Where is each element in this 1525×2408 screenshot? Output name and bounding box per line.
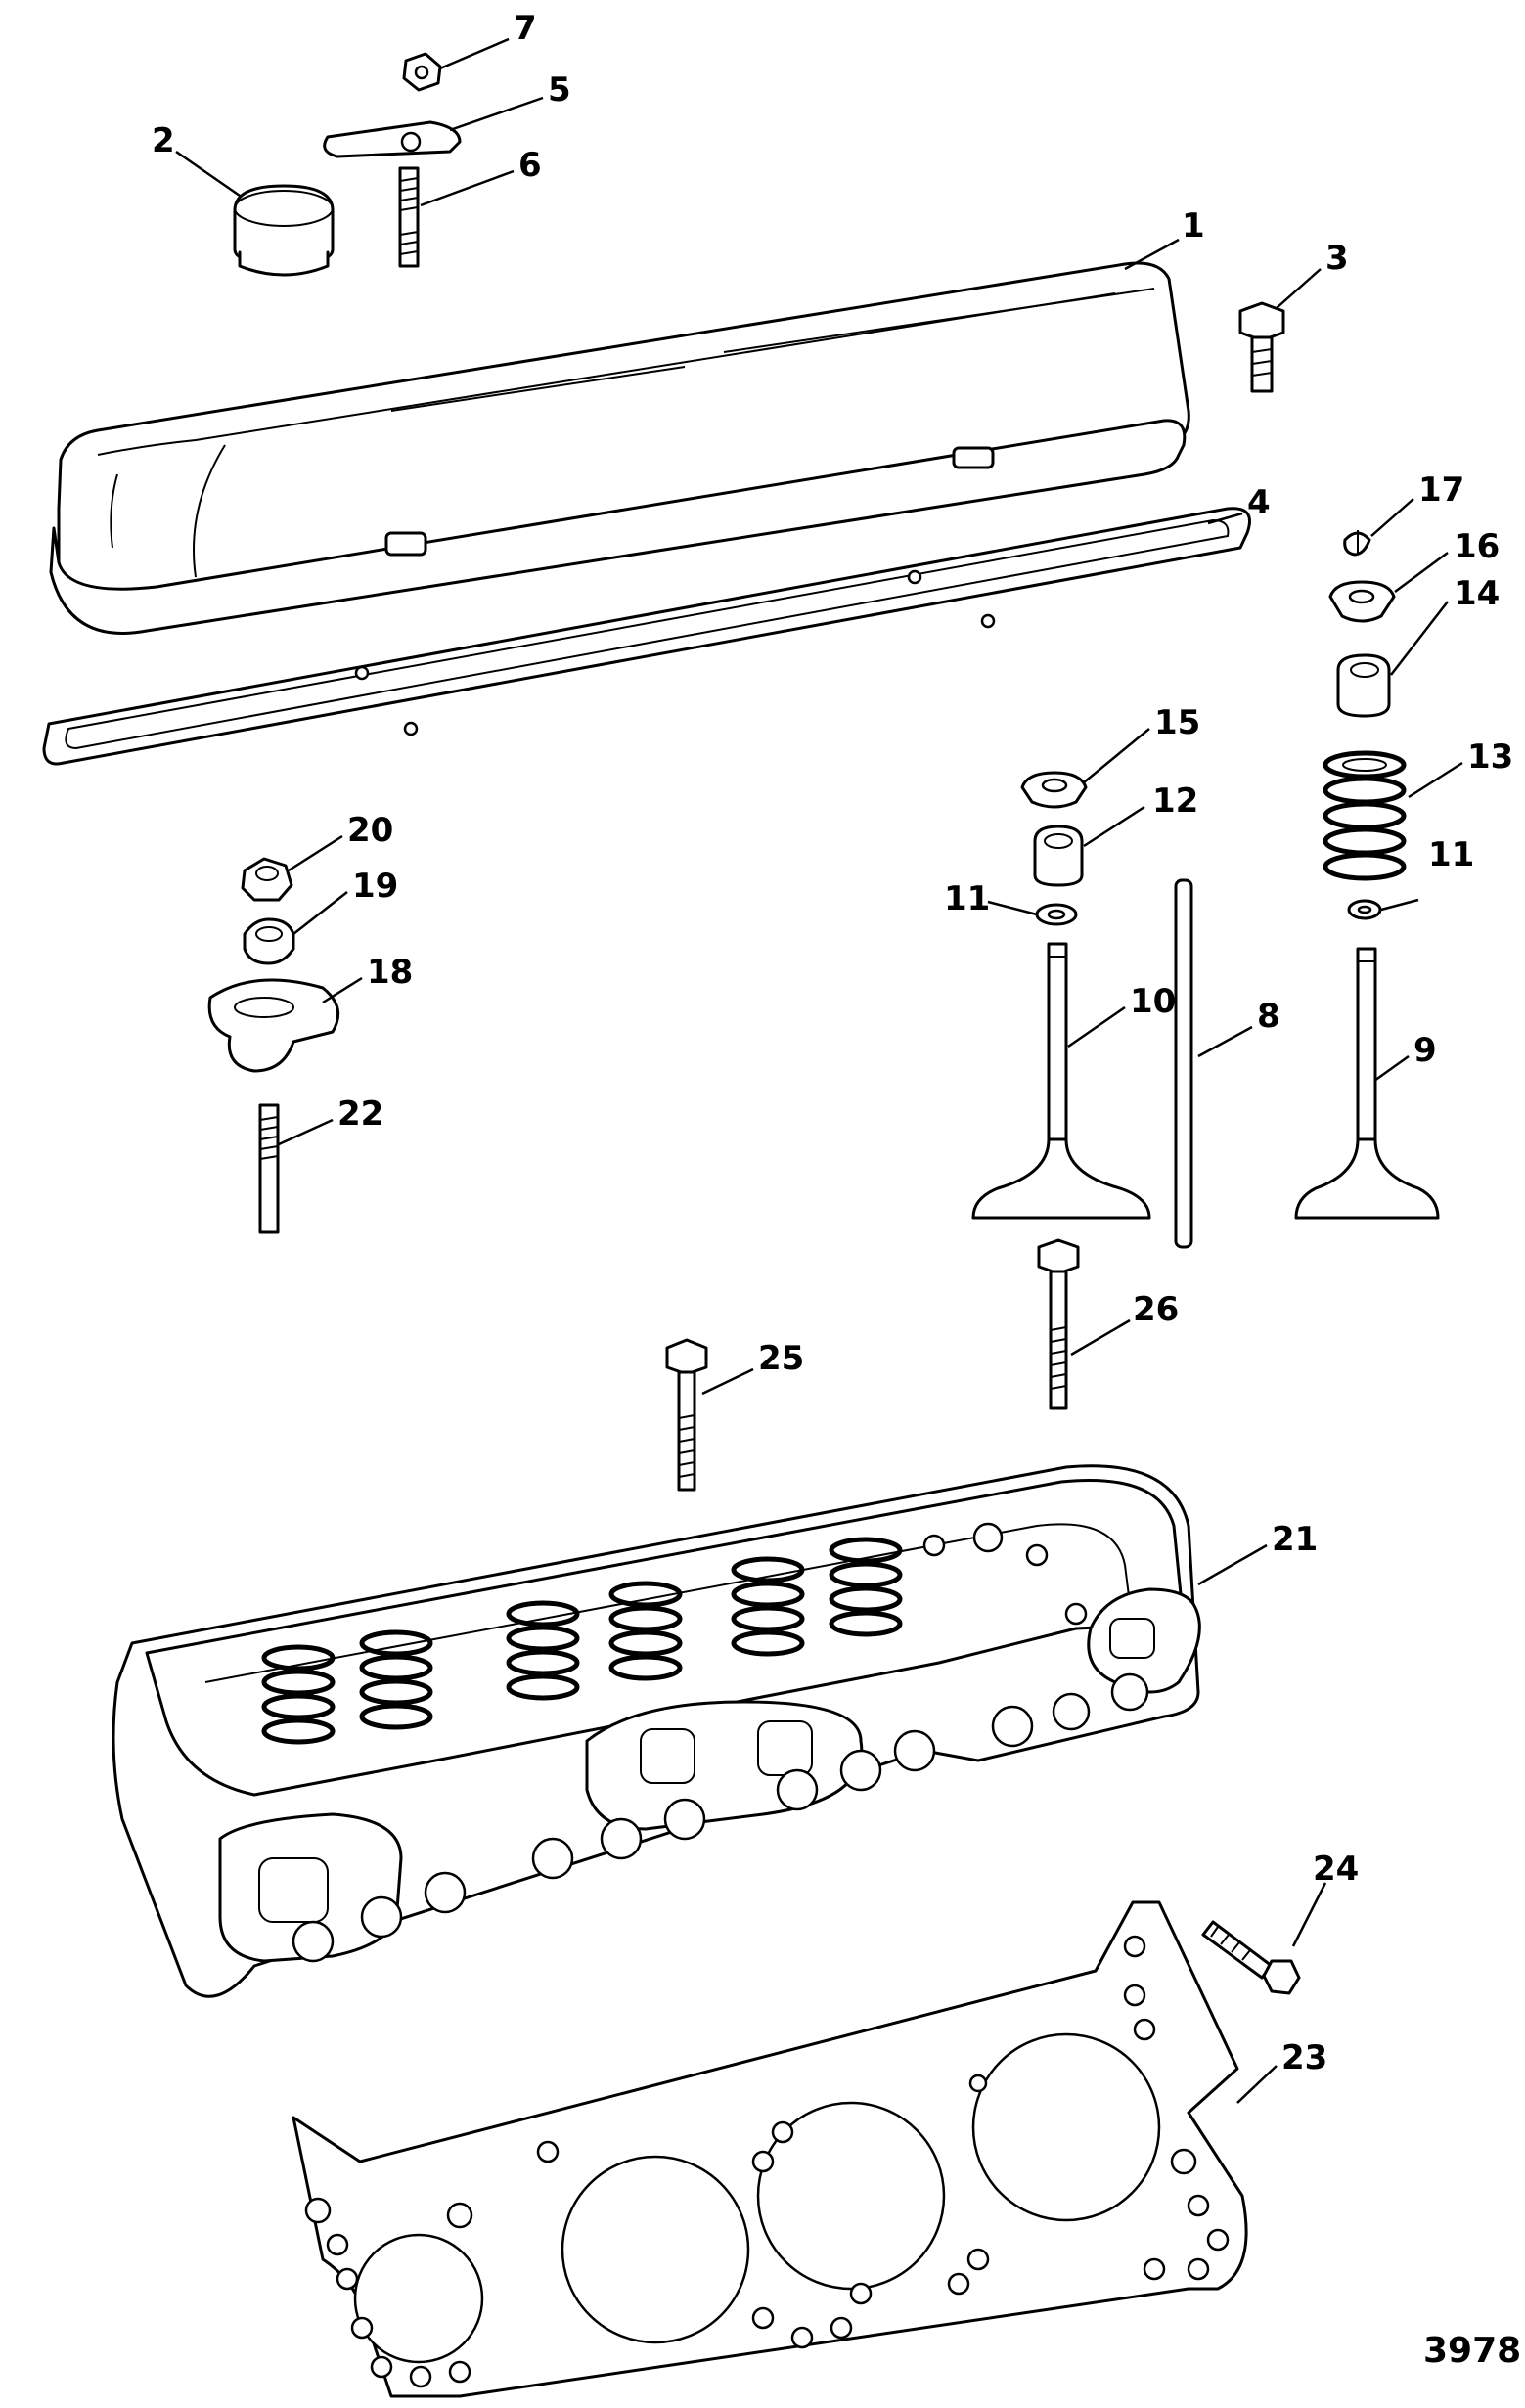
valve-rotator xyxy=(1328,580,1396,623)
callout-7: 7 xyxy=(514,9,537,48)
callout-5: 5 xyxy=(548,70,571,110)
rocker-nut xyxy=(241,857,293,902)
callout-21: 21 xyxy=(1272,1520,1318,1559)
rocker-arm xyxy=(207,978,340,1073)
callout-24: 24 xyxy=(1313,1850,1359,1889)
valve-washer-11a xyxy=(1035,903,1078,926)
bolt-3 xyxy=(1238,301,1285,393)
stud-6 xyxy=(398,166,420,268)
callout-11b: 11 xyxy=(1428,835,1474,874)
callout-25: 25 xyxy=(758,1339,804,1378)
callout-12: 12 xyxy=(1152,781,1198,821)
bolt-26 xyxy=(1037,1238,1080,1410)
callout-16: 16 xyxy=(1454,527,1500,566)
callout-4: 4 xyxy=(1247,483,1271,522)
bracket-5 xyxy=(323,120,462,158)
rocker-arm-stud xyxy=(258,1103,280,1234)
valve-lock xyxy=(1343,530,1371,557)
callout-2: 2 xyxy=(152,121,175,160)
head-valve-springs xyxy=(261,1537,903,1745)
breather-cap xyxy=(233,184,335,277)
callout-14: 14 xyxy=(1454,574,1500,613)
callout-9: 9 xyxy=(1413,1031,1437,1070)
callout-19: 19 xyxy=(352,867,398,906)
bolt-24 xyxy=(1201,1920,1301,1995)
callout-15: 15 xyxy=(1154,703,1200,742)
valve-stem-seal-15 xyxy=(1020,771,1088,809)
bolt-25 xyxy=(665,1338,708,1492)
callout-13: 13 xyxy=(1467,737,1513,777)
head-gasket xyxy=(292,1900,1248,2398)
callout-17: 17 xyxy=(1418,470,1464,510)
leader-lines xyxy=(175,37,1463,2104)
valve-cover-gasket xyxy=(42,507,1251,766)
valve-shield xyxy=(1336,653,1391,718)
callout-20: 20 xyxy=(347,811,393,850)
exhaust-valve xyxy=(1294,947,1440,1220)
figure-number: 39781 xyxy=(1423,2331,1525,2371)
gasket-bolt-holes xyxy=(304,1935,1230,2388)
cylinder-head xyxy=(112,1464,1201,1998)
callout-8: 8 xyxy=(1257,997,1280,1036)
callout-22: 22 xyxy=(337,1094,383,1134)
callout-18: 18 xyxy=(367,953,413,992)
callout-labels: 1 2 3 4 5 6 7 8 9 10 11 11 12 13 14 15 1… xyxy=(152,9,1513,2077)
callout-6: 6 xyxy=(518,146,542,185)
nut-7 xyxy=(402,52,442,92)
valve-cap-12 xyxy=(1033,825,1084,887)
callout-3: 3 xyxy=(1325,239,1349,278)
callout-1: 1 xyxy=(1182,206,1205,245)
callout-11a: 11 xyxy=(944,879,990,918)
callout-26: 26 xyxy=(1133,1290,1179,1329)
rocker-pivot-ball xyxy=(243,917,295,965)
pushrod xyxy=(1174,878,1193,1249)
valve-spring xyxy=(1323,750,1407,881)
valve-cover xyxy=(49,261,1190,635)
callout-23: 23 xyxy=(1281,2038,1327,2077)
callout-10: 10 xyxy=(1130,982,1176,1021)
intake-valve xyxy=(971,942,1151,1220)
valve-washer-11b xyxy=(1347,899,1382,920)
